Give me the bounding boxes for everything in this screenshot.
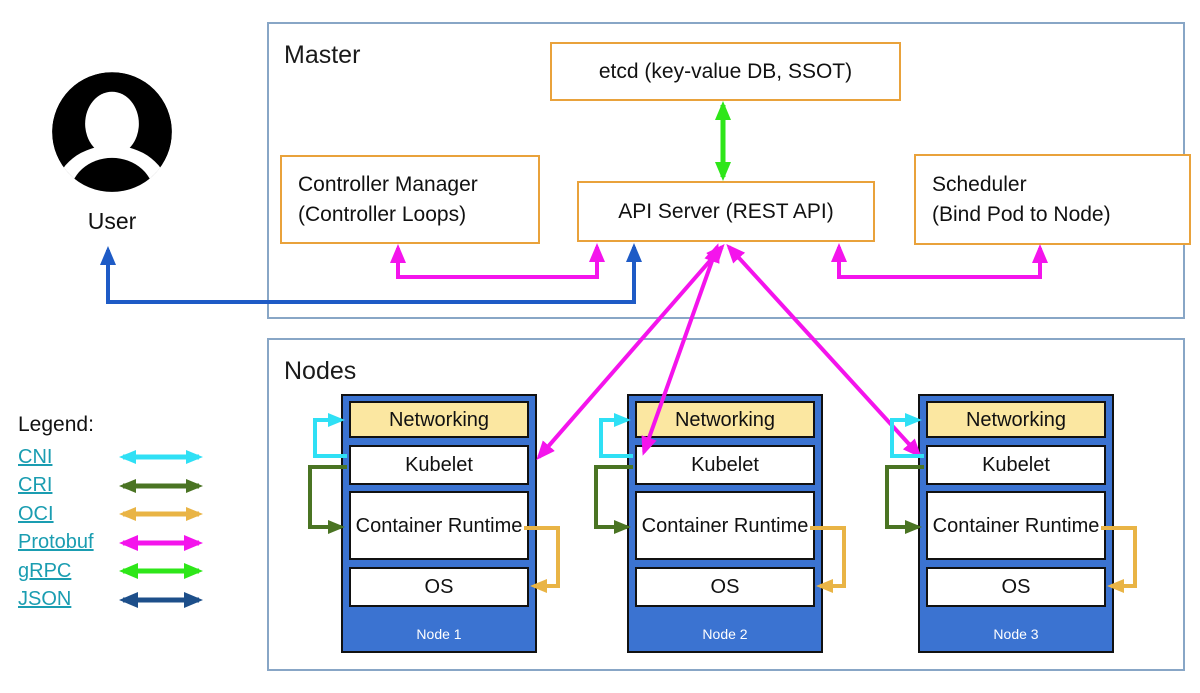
node-1-container-runtime-layer: Container Runtime	[349, 491, 529, 560]
kubelet-label: Kubelet	[691, 454, 759, 476]
node-2-os-layer: OS	[635, 567, 815, 607]
nodes-title: Nodes	[284, 357, 357, 385]
scheduler-label-line2: (Bind Pod to Node)	[932, 202, 1111, 226]
legend: Legend: CNI CRI OCI Protobuf gRP	[18, 413, 207, 614]
kubelet-label: Kubelet	[982, 454, 1050, 476]
controller-manager-label-line1: Controller Manager	[298, 172, 478, 196]
json-arrow-icon	[119, 591, 203, 608]
legend-link-cni[interactable]: CNI	[18, 445, 53, 468]
oci-arrow-icon	[119, 507, 203, 522]
cni-arrow-icon	[119, 450, 203, 465]
node-2-name: Node 2	[702, 625, 748, 642]
kubelet-label: Kubelet	[405, 454, 473, 476]
node-3-name: Node 3	[993, 625, 1039, 642]
node-2-container-runtime-layer: Container Runtime	[635, 491, 815, 560]
legend-row-json: JSON	[18, 586, 207, 615]
protobuf-arrow-icon	[119, 534, 203, 551]
etcd-label: etcd (key-value DB, SSOT)	[598, 59, 853, 83]
user-icon	[52, 72, 172, 192]
etcd-box: etcd (key-value DB, SSOT)	[550, 42, 901, 101]
container-runtime-label: Container Runtime	[355, 514, 523, 537]
legend-link-protobuf[interactable]: Protobuf	[18, 531, 94, 554]
master-title: Master	[284, 41, 361, 69]
node-1-kubelet-layer: Kubelet	[349, 445, 529, 485]
os-label: OS	[1001, 576, 1031, 598]
controller-manager-label-line2: (Controller Loops)	[298, 202, 467, 226]
node-3-kubelet-layer: Kubelet	[926, 445, 1106, 485]
container-runtime-label: Container Runtime	[932, 514, 1100, 537]
networking-label: Networking	[965, 408, 1067, 431]
legend-link-json[interactable]: JSON	[18, 588, 72, 611]
networking-label: Networking	[674, 408, 776, 431]
api-server-box: API Server (REST API)	[577, 181, 875, 242]
node-1-networking-layer: Networking	[349, 401, 529, 438]
user-label: User	[87, 208, 137, 234]
scheduler-box: Scheduler (Bind Pod to Node)	[914, 154, 1191, 245]
networking-label: Networking	[388, 408, 490, 431]
os-label: OS	[424, 576, 454, 598]
node-2-kubelet-layer: Kubelet	[635, 445, 815, 485]
os-label: OS	[710, 576, 740, 598]
grpc-arrow-icon	[119, 563, 203, 580]
node-1: Networking Kubelet Container Runtime OS …	[341, 394, 537, 653]
legend-link-cri[interactable]: CRI	[18, 474, 53, 497]
node-3-os-layer: OS	[926, 567, 1106, 607]
legend-link-grpc[interactable]: gRPC	[18, 559, 72, 582]
node-3: Networking Kubelet Container Runtime OS …	[918, 394, 1114, 653]
legend-title: Legend:	[18, 413, 94, 436]
nodes-frame	[267, 338, 1185, 671]
node-2-networking-layer: Networking	[635, 401, 815, 438]
legend-row-cni: CNI	[18, 443, 207, 472]
cri-arrow-icon	[119, 478, 203, 493]
node-2: Networking Kubelet Container Runtime OS …	[627, 394, 823, 653]
legend-row-oci: OCI	[18, 500, 207, 529]
legend-row-cri: CRI	[18, 472, 207, 501]
node-3-container-runtime-layer: Container Runtime	[926, 491, 1106, 560]
legend-row-protobuf: Protobuf	[18, 529, 207, 558]
scheduler-label-line1: Scheduler	[932, 172, 1027, 196]
legend-row-grpc: gRPC	[18, 557, 207, 586]
node-1-os-layer: OS	[349, 567, 529, 607]
container-runtime-label: Container Runtime	[641, 514, 809, 537]
controller-manager-box: Controller Manager (Controller Loops)	[280, 155, 540, 244]
node-1-name: Node 1	[416, 625, 462, 642]
api-server-label: API Server (REST API)	[618, 199, 834, 223]
legend-link-oci[interactable]: OCI	[18, 502, 54, 525]
node-3-networking-layer: Networking	[926, 401, 1106, 438]
